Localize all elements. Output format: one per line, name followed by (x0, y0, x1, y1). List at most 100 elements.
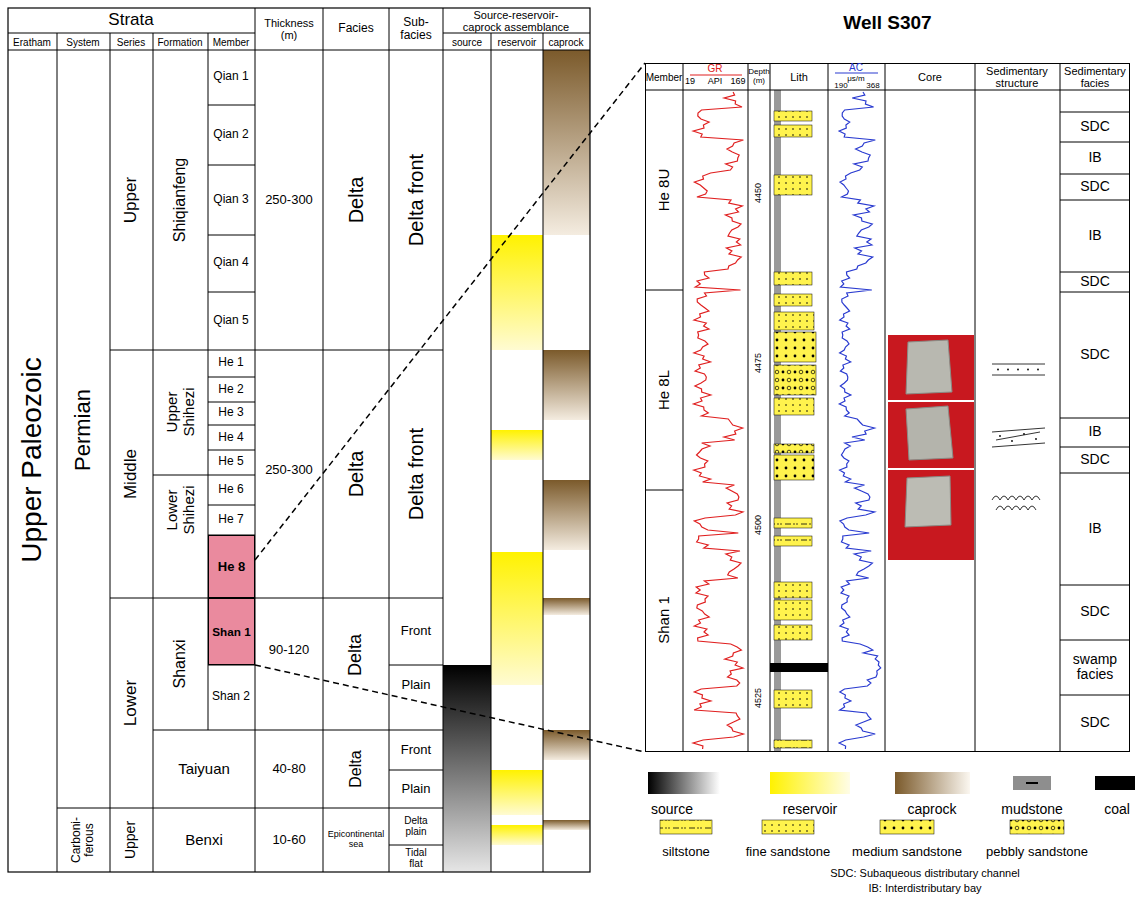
sand-bed (774, 518, 812, 528)
legend-text: mudstone (1001, 802, 1062, 817)
log-label: SDC (1080, 119, 1110, 134)
strata-label: He 4 (218, 431, 243, 444)
log-label: 190 (834, 82, 847, 91)
sand-bed (774, 272, 812, 285)
strata-label: Qian 1 (213, 70, 248, 83)
legend-swatch (1095, 776, 1135, 790)
legend-text: caprock (907, 802, 956, 817)
log-label: SDC (1080, 715, 1110, 730)
sand-bed (774, 444, 814, 453)
log-label: 169 (730, 77, 745, 87)
strata-label: Formation (157, 37, 202, 48)
log-label: Depth (m) (747, 68, 771, 86)
strata-label: Delta front (405, 428, 427, 520)
strata-label: Delta front (405, 154, 427, 246)
strata-label: Series (117, 37, 145, 48)
log-label: SDC (1080, 604, 1110, 619)
log-label: 19 (685, 77, 695, 87)
strata-label: Eratham (13, 37, 51, 48)
legend-text: reservoir (783, 802, 837, 817)
strata-label: He 7 (218, 513, 243, 526)
strata-label: 250-300 (265, 463, 313, 477)
strata-label: Delta (345, 177, 367, 224)
sand-bed (774, 312, 814, 330)
log-label: μs/m (847, 75, 865, 84)
strata-label: Plain (400, 678, 433, 692)
log-label: IB (1088, 424, 1101, 439)
log-label: Member (646, 72, 683, 83)
strata-label: Carboni- ferous (70, 811, 96, 869)
strata-label: Thickness (m) (259, 17, 319, 41)
log-label: IB (1088, 228, 1101, 243)
sand-bed (774, 690, 812, 708)
strata-label: Plain (402, 782, 431, 796)
coal-bed (770, 663, 828, 672)
strata-label: He 2 (218, 383, 243, 396)
strata-label: Tidal flat (398, 847, 434, 869)
log-label: 4450 (754, 183, 764, 203)
strata-label: Shiqianfeng (171, 158, 189, 243)
strata-label: Upper (122, 177, 141, 223)
strata-label: Permian (71, 389, 95, 471)
sand-bed (774, 365, 816, 395)
log-label: API (708, 77, 723, 87)
log-label: He 8L (656, 370, 673, 410)
strata-label: Shanxi (171, 640, 189, 689)
sand-bed (774, 175, 812, 195)
dashed-connector (255, 665, 645, 752)
strata-label: He 6 (218, 483, 243, 496)
strata-label: Qian 3 (213, 193, 248, 206)
strata-label: caprock (548, 37, 583, 48)
strata-label: Qian 2 (213, 128, 248, 141)
strata-label: He 1 (218, 356, 243, 369)
log-label: IB (1088, 521, 1101, 536)
sand-bed (774, 740, 812, 748)
strata-label: Upper Shihezi (164, 381, 197, 443)
log-label: 368 (866, 82, 879, 91)
strata-label: Upper (123, 821, 138, 859)
strata-label: 10-60 (272, 833, 305, 847)
strata-label: Delta (347, 750, 365, 787)
strata-label: Front (401, 743, 431, 757)
sand-bed (774, 582, 812, 598)
log-label: Lith (790, 71, 808, 83)
member-box: Shan 1 (208, 598, 255, 665)
log-label: Core (918, 71, 942, 83)
log-label: 4475 (754, 353, 764, 373)
log-label: He 8U (656, 169, 673, 212)
strata-label: Sub- facies (394, 16, 438, 42)
log-label: 4525 (754, 688, 764, 708)
member-name: Shan 1 (212, 625, 250, 638)
log-label: Sedimentary facies (1061, 65, 1129, 89)
member-name: He 8 (218, 559, 245, 574)
strata-label: Epicontinental sea (324, 830, 388, 850)
strata-label: reservoir (498, 37, 537, 48)
legend-text: pebbly sandstone (986, 845, 1088, 859)
note-text: SDC: Subaqueous distributary channel (830, 867, 1020, 879)
sand-bed (774, 398, 814, 415)
strata-label: He 5 (218, 455, 243, 468)
strata-label: Delta plain (396, 815, 436, 837)
log-label: SDC (1080, 347, 1110, 362)
strata-label: Source-reservoir- caprock assemblance (460, 9, 572, 33)
strata-label: Middle (122, 449, 141, 499)
strata-label: Benxi (185, 832, 223, 849)
log-label: GR (708, 63, 723, 74)
strata-label: Delta (345, 451, 367, 498)
log-label: 4500 (754, 515, 764, 535)
member-box: He 8 (208, 535, 255, 598)
strata-label: Taiyuan (178, 761, 230, 778)
strata-label: 250-300 (265, 193, 313, 207)
legend-text: coal (1104, 802, 1130, 817)
note-text: IB: Interdistributary bay (868, 882, 981, 894)
strata-label: Qian 5 (213, 314, 248, 327)
strata-label: He 3 (218, 406, 243, 419)
well-title: Well S307 (646, 12, 1129, 34)
strata-label: source (452, 37, 482, 48)
log-label: IB (1088, 150, 1101, 165)
strata-label: System (66, 37, 99, 48)
well-panel: Well S307 (645, 63, 1130, 752)
